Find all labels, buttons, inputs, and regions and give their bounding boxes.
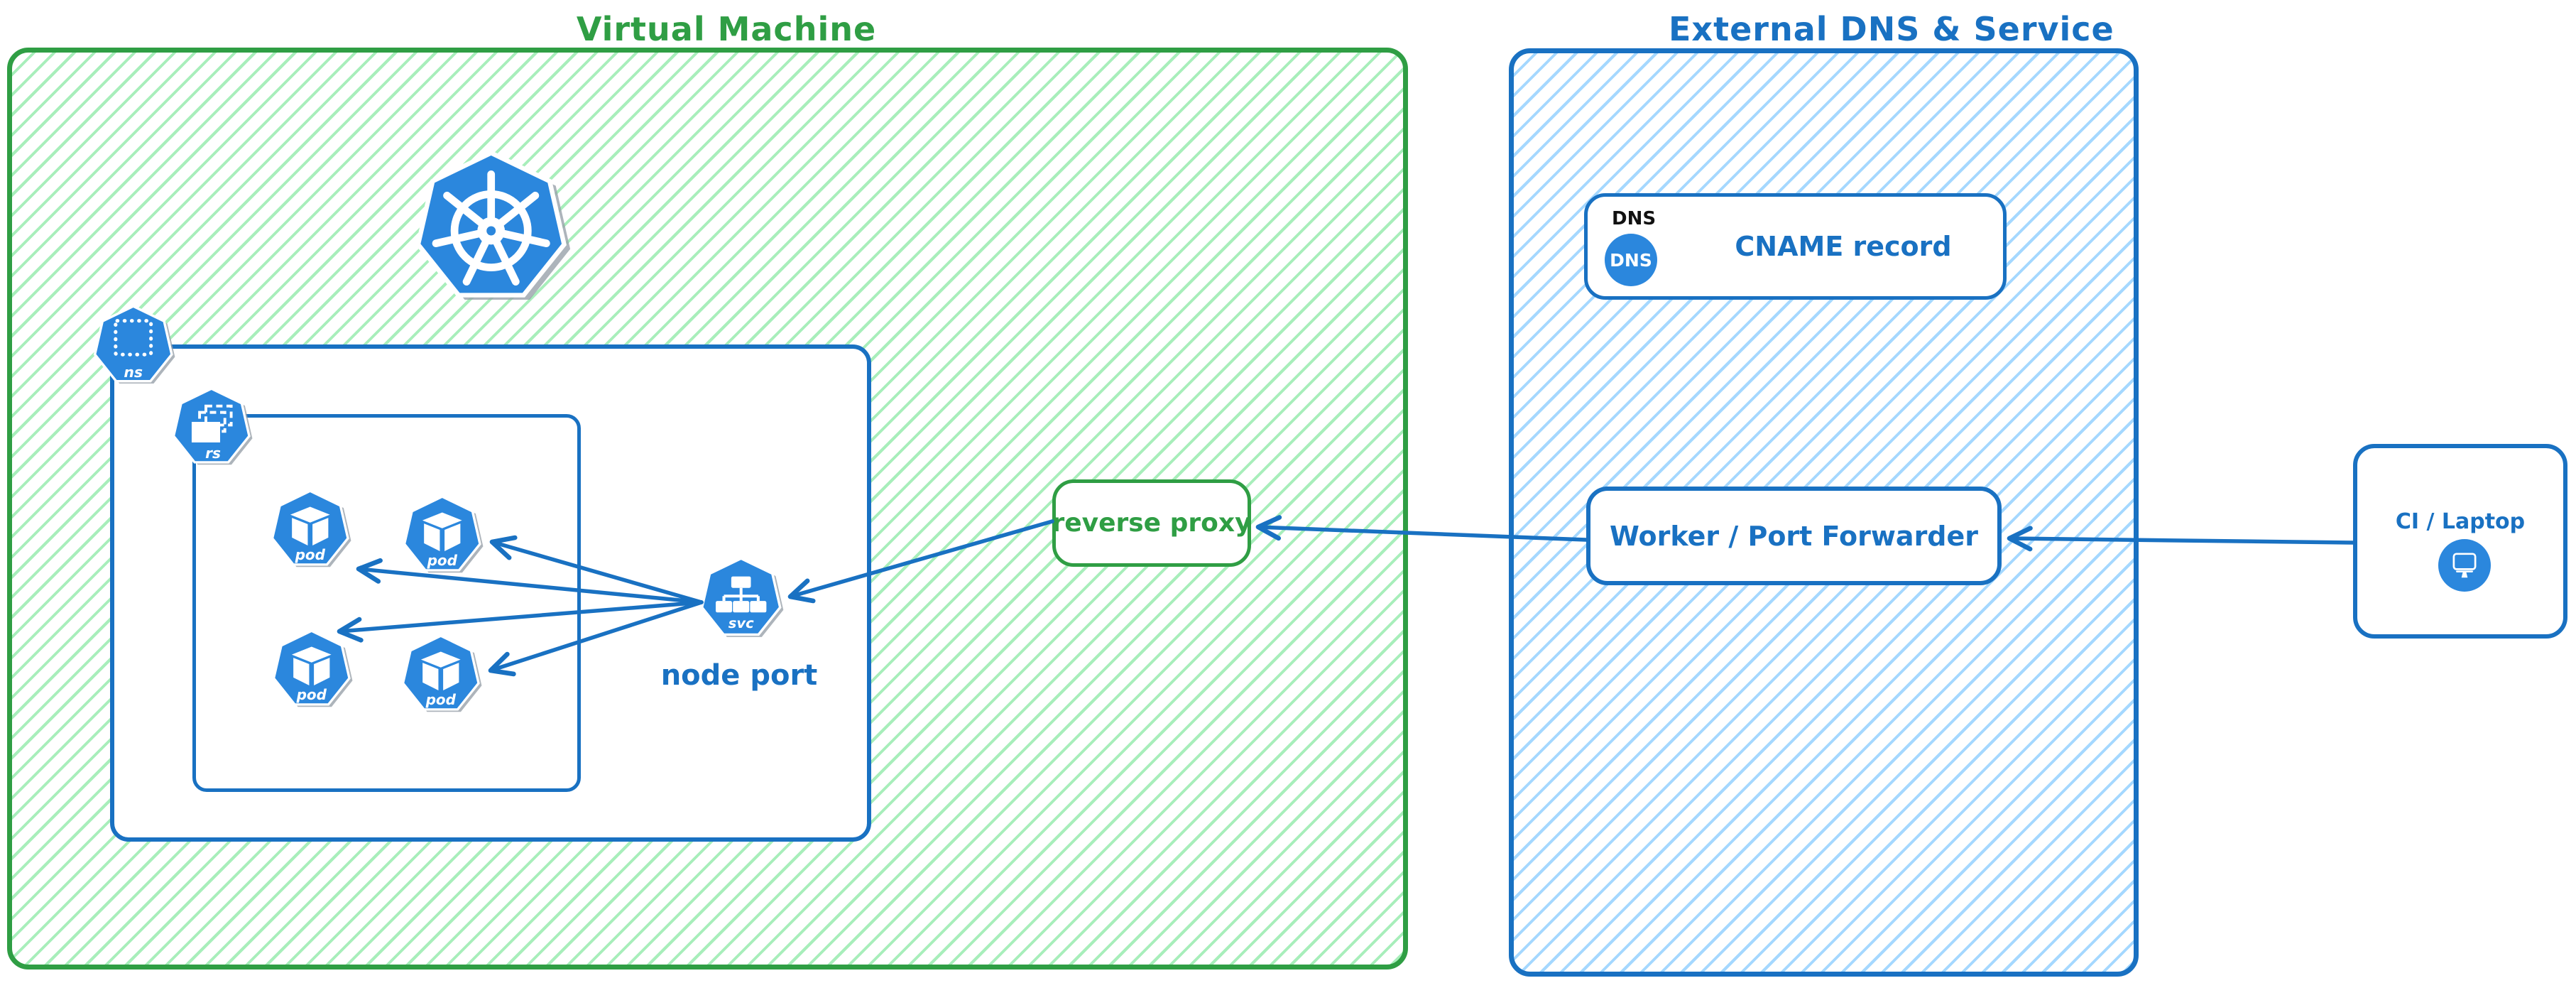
external-group-title: External DNS & Service	[1669, 10, 2114, 48]
helm-wheel-glyph	[432, 170, 550, 286]
pod-icon-svg: pod	[401, 634, 482, 712]
cname-record-label: CNAME record	[1735, 231, 1952, 262]
ci-laptop-box: CI / Laptop	[2353, 444, 2567, 639]
pod-icon-svg: pod	[271, 489, 351, 567]
reverse-proxy-box: reverse proxy	[1052, 479, 1252, 567]
worker-label: Worker / Port Forwarder	[1609, 520, 1979, 552]
rs-label: rs	[205, 445, 221, 462]
pod-icon-svg: pod	[272, 629, 353, 707]
dns-icon-label: DNS	[1610, 249, 1652, 271]
service-icon: svc	[699, 557, 786, 643]
replicaset-icon: rs	[171, 387, 255, 471]
vm-group-title: Virtual Machine	[576, 10, 877, 48]
pod-label: pod	[295, 546, 326, 563]
pod-icon-3: pod	[271, 629, 355, 713]
kubernetes-logo-icon	[413, 150, 575, 312]
pod-label: pod	[296, 686, 327, 703]
pod-label: pod	[427, 552, 458, 569]
ns-label: ns	[124, 364, 143, 381]
namespace-icon-svg: ns	[93, 305, 175, 384]
reverse-proxy-label: reverse proxy	[1052, 509, 1252, 538]
svc-label: svc	[728, 615, 754, 631]
kubernetes-logo-svg	[415, 150, 571, 300]
service-icon-svg: svc	[700, 557, 784, 637]
dns-tag: DNS	[1612, 208, 1657, 229]
laptop-icon	[2438, 539, 2491, 592]
pod-icon-svg: pod	[403, 495, 484, 573]
monitor-glyph	[2452, 553, 2477, 578]
pod-icon-4: pod	[400, 634, 484, 718]
ci-laptop-label: CI / Laptop	[2395, 509, 2526, 534]
namespace-icon: ns	[92, 305, 178, 390]
pod-icon-2: pod	[402, 495, 486, 579]
pod-icon-1: pod	[270, 489, 354, 573]
dns-card: DNS DNS CNAME record	[1584, 193, 2007, 300]
dns-icon: DNS	[1605, 234, 1657, 286]
node-port-label: node port	[660, 659, 818, 692]
pod-label: pod	[425, 691, 457, 708]
replicaset-icon-svg: rs	[172, 387, 253, 465]
worker-port-forwarder-box: Worker / Port Forwarder	[1586, 487, 2002, 585]
